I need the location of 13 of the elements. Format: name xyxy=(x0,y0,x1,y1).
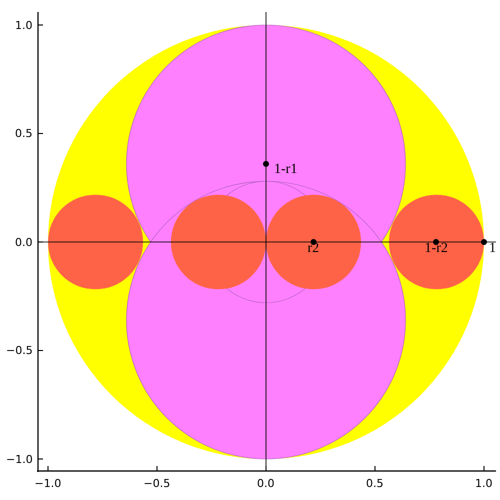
tick-label: 0.0 xyxy=(15,236,32,248)
tick-label: 1.0 xyxy=(15,20,32,30)
point-label: 1-r2 xyxy=(424,242,448,256)
point-label: 1 xyxy=(489,242,496,256)
tick-label: −1.0 xyxy=(34,478,62,488)
point-label: 1-r1 xyxy=(274,163,298,177)
tick-label: 0.5 xyxy=(366,478,384,488)
tick-label: −1.0 xyxy=(6,454,33,464)
tick-label: 1.0 xyxy=(475,478,492,488)
tick-label: −0.5 xyxy=(6,345,33,356)
tick-label: −0.5 xyxy=(144,478,170,488)
tick-label: 0.0 xyxy=(257,478,274,488)
tick-label: 0.5 xyxy=(15,128,32,139)
